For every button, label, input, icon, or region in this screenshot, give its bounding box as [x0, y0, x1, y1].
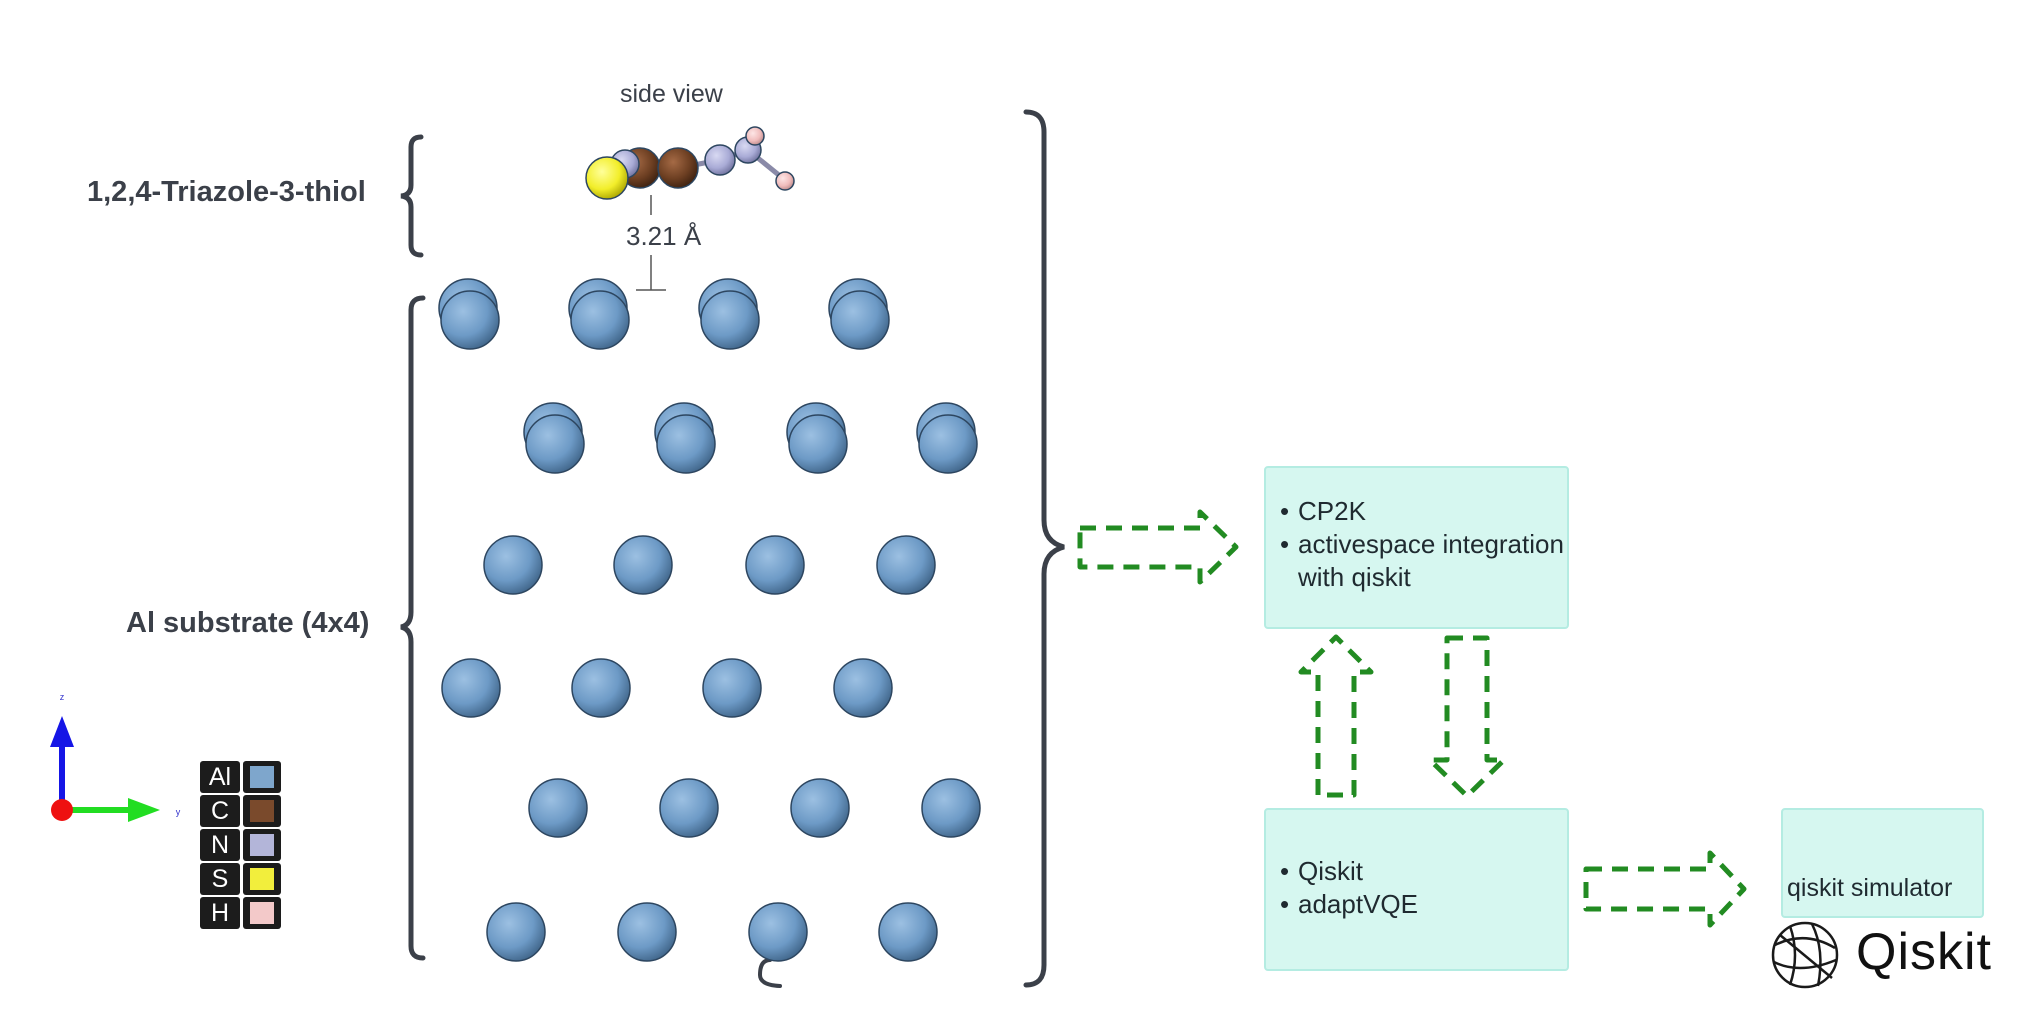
al-atom [921, 778, 981, 838]
al-atom [748, 902, 808, 962]
hydrogen-atom [775, 171, 795, 191]
legend-row-al: Al [200, 760, 282, 794]
al-atom [878, 902, 938, 962]
hook-mark [757, 958, 782, 988]
al-atom [830, 290, 890, 350]
legend-color-swatch [250, 868, 274, 890]
qiskit-item: Qiskit [1280, 855, 1567, 888]
sulfur-atom [585, 156, 629, 200]
al-atom [528, 778, 588, 838]
legend-symbol: Al [200, 761, 240, 793]
legend-color-swatch [250, 800, 274, 822]
legend-color-swatch [250, 766, 274, 788]
system-brace [1023, 109, 1065, 988]
substrate-label: Al substrate (4x4) [126, 607, 370, 639]
y-axis-arrowhead [128, 798, 160, 822]
molecule-label: 1,2,4-Triazole-3-thiol [87, 176, 366, 208]
legend-symbol: C [200, 795, 240, 827]
al-atom [876, 535, 936, 595]
axis-triad: z y [50, 692, 181, 822]
legend-swatch-frame [243, 897, 281, 929]
legend-symbol: N [200, 829, 240, 861]
legend-swatch-frame [243, 761, 281, 793]
al-atom [525, 414, 585, 474]
al-atom [656, 414, 716, 474]
al-atom [617, 902, 677, 962]
side-view-label: side view [620, 80, 723, 108]
axis-origin [51, 799, 73, 821]
arrow-up-to-cp2k [1298, 634, 1374, 798]
al-atom [483, 535, 543, 595]
y-axis-label: y [176, 807, 181, 817]
al-atom [659, 778, 719, 838]
legend-row-h: H [200, 896, 282, 930]
legend-symbol: H [200, 897, 240, 929]
simulator-label: qiskit simulator [1787, 874, 1953, 902]
hydrogen-atom [745, 126, 765, 146]
al-atom [613, 535, 673, 595]
qiskit-sphere-icon [1771, 921, 1839, 989]
legend-swatch-frame [243, 829, 281, 861]
distance-label: 3.21 Å [624, 221, 704, 252]
legend-symbol: S [200, 863, 240, 895]
legend-swatch-frame [243, 863, 281, 895]
cp2k-box: CP2K activespace integration with qiskit [1264, 466, 1569, 629]
molecule-atoms [585, 126, 795, 200]
molecule-brace [400, 134, 424, 258]
arrow-to-cp2k [1077, 509, 1239, 585]
qiskit-logo-text: Qiskit [1856, 923, 1992, 981]
legend-row-c: C [200, 794, 282, 828]
z-axis-label: z [60, 692, 65, 702]
cp2k-list: CP2K activespace integration with qiskit [1266, 468, 1567, 594]
carbon-atom [657, 147, 699, 189]
al-atom [700, 290, 760, 350]
qiskit-box: Qiskit adaptVQE [1264, 808, 1569, 971]
arrow-to-simulator [1583, 850, 1747, 928]
activespace-item: activespace integration with qiskit [1280, 528, 1573, 594]
al-atom [788, 414, 848, 474]
al-atom [486, 902, 546, 962]
qiskit-list: Qiskit adaptVQE [1266, 810, 1567, 921]
legend-color-swatch [250, 834, 274, 856]
al-atom [918, 414, 978, 474]
adaptvqe-item: adaptVQE [1280, 888, 1567, 921]
al-atom [571, 658, 631, 718]
simulator-box: qiskit simulator [1781, 808, 1984, 918]
al-atom [790, 778, 850, 838]
legend-row-s: S [200, 862, 282, 896]
cp2k-item: CP2K [1280, 495, 1567, 528]
al-atom [570, 290, 630, 350]
nitrogen-atom [704, 144, 736, 176]
al-atom [441, 658, 501, 718]
legend-row-n: N [200, 828, 282, 862]
z-axis-arrowhead [50, 716, 74, 747]
al-atom [702, 658, 762, 718]
legend-swatch-frame [243, 795, 281, 827]
al-atom [833, 658, 893, 718]
substrate-brace [400, 295, 426, 961]
legend-color-swatch [250, 902, 274, 924]
al-atom [745, 535, 805, 595]
al-atom [440, 290, 500, 350]
al-substrate-atoms [438, 278, 981, 962]
arrow-down-to-qiskit [1427, 635, 1507, 799]
